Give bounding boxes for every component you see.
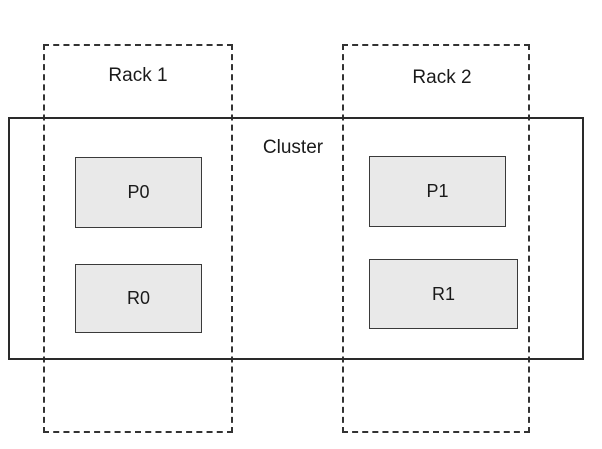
cluster-boundary bbox=[8, 117, 584, 360]
rack-2-boundary bbox=[342, 44, 530, 433]
partition-p0-box: P0 bbox=[75, 157, 202, 228]
rack-1-boundary bbox=[43, 44, 233, 433]
partition-p1-box: P1 bbox=[369, 156, 506, 227]
partition-p1-label: P1 bbox=[426, 181, 449, 201]
cluster-label: Cluster bbox=[262, 137, 324, 158]
replica-r0-label: R0 bbox=[126, 288, 150, 308]
replica-r0-box: R0 bbox=[75, 264, 202, 333]
rack-2-label: Rack 2 bbox=[412, 67, 472, 88]
partition-p0-label: P0 bbox=[127, 182, 150, 202]
replica-r1-label: R1 bbox=[431, 283, 455, 304]
replica-r1-box: R1 bbox=[369, 259, 518, 329]
rack-1-label: Rack 1 bbox=[108, 65, 168, 86]
